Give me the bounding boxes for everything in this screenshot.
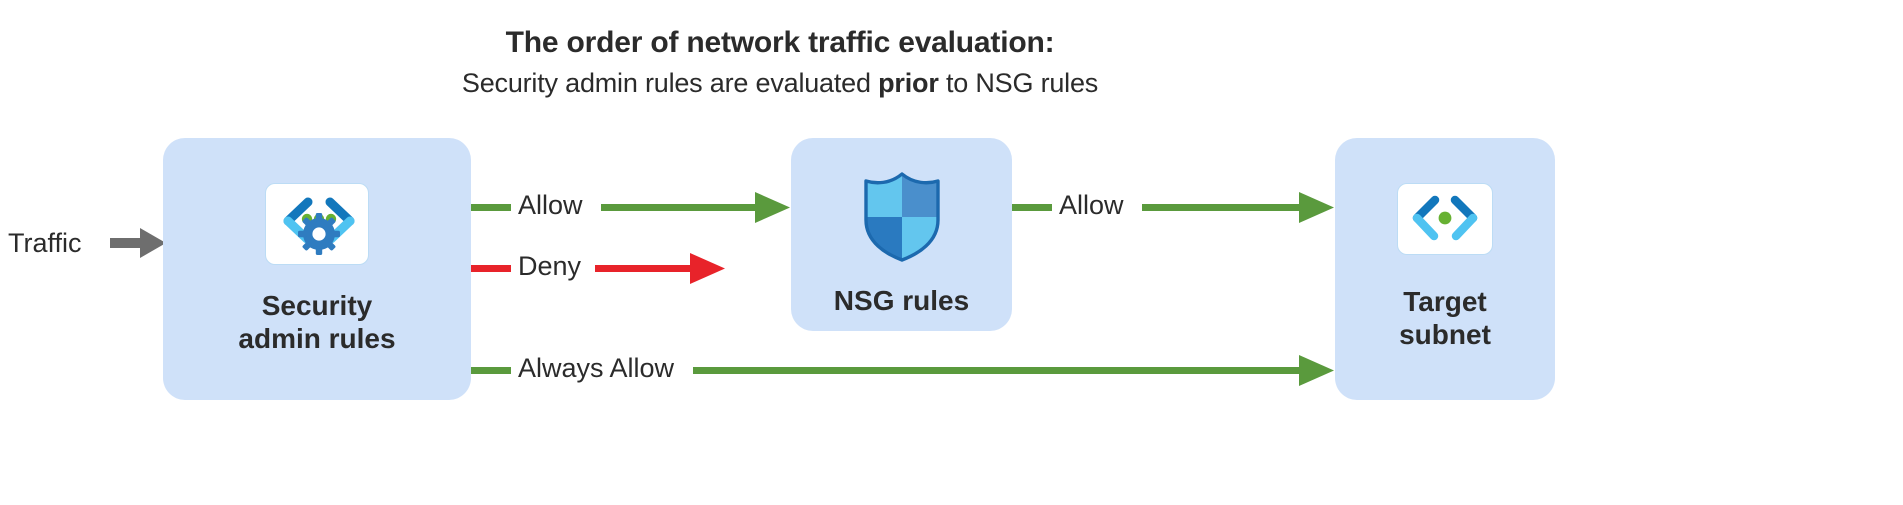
code-brackets-gear-icon [265, 183, 369, 265]
node-security-admin-rules[interactable]: Security admin rules [163, 138, 471, 400]
flow-allow-to-nsg-label: Allow [518, 190, 583, 220]
node-label: Target subnet [1399, 286, 1491, 351]
subtitle-part-after: to NSG rules [938, 68, 1099, 98]
flow-allow-to-target-label: Allow [1059, 190, 1124, 220]
code-brackets-dot-icon [1397, 183, 1493, 255]
flow-allow-to-nsg-line-left [471, 204, 511, 211]
flow-deny-line-right [595, 265, 695, 272]
flow-always-allow-label: Always Allow [518, 353, 675, 383]
flow-deny-label: Deny [518, 251, 582, 281]
page-subtitle: Security admin rules are evaluated prior… [0, 68, 1560, 99]
flow-always-allow-line-left [471, 367, 511, 374]
flow-allow-to-target-arrowhead-icon [1299, 192, 1335, 223]
flow-always-allow-line-right [693, 367, 1305, 374]
flow-allow-to-nsg-arrowhead-icon [755, 192, 791, 223]
traffic-label: Traffic [8, 228, 82, 258]
node-target-subnet[interactable]: Target subnet [1335, 138, 1555, 400]
flow-allow-to-target-line-left [1012, 204, 1052, 211]
flow-allow-to-target-line-right [1142, 204, 1302, 211]
traffic-arrow-icon [110, 225, 168, 261]
subtitle-part-before: Security admin rules are evaluated [461, 68, 879, 98]
node-nsg-rules[interactable]: NSG rules [791, 138, 1012, 331]
subtitle-emphasis: prior [878, 68, 939, 98]
page-title: The order of network traffic evaluation: [505, 26, 1055, 59]
shield-icon [858, 170, 946, 264]
flow-allow-to-nsg-line-right [601, 204, 761, 211]
flow-deny-line-left [471, 265, 511, 272]
flow-deny-arrowhead-icon [690, 253, 726, 284]
node-label: NSG rules [833, 285, 970, 316]
node-label: Security admin rules [238, 290, 396, 355]
flow-always-allow-arrowhead-icon [1299, 355, 1335, 386]
